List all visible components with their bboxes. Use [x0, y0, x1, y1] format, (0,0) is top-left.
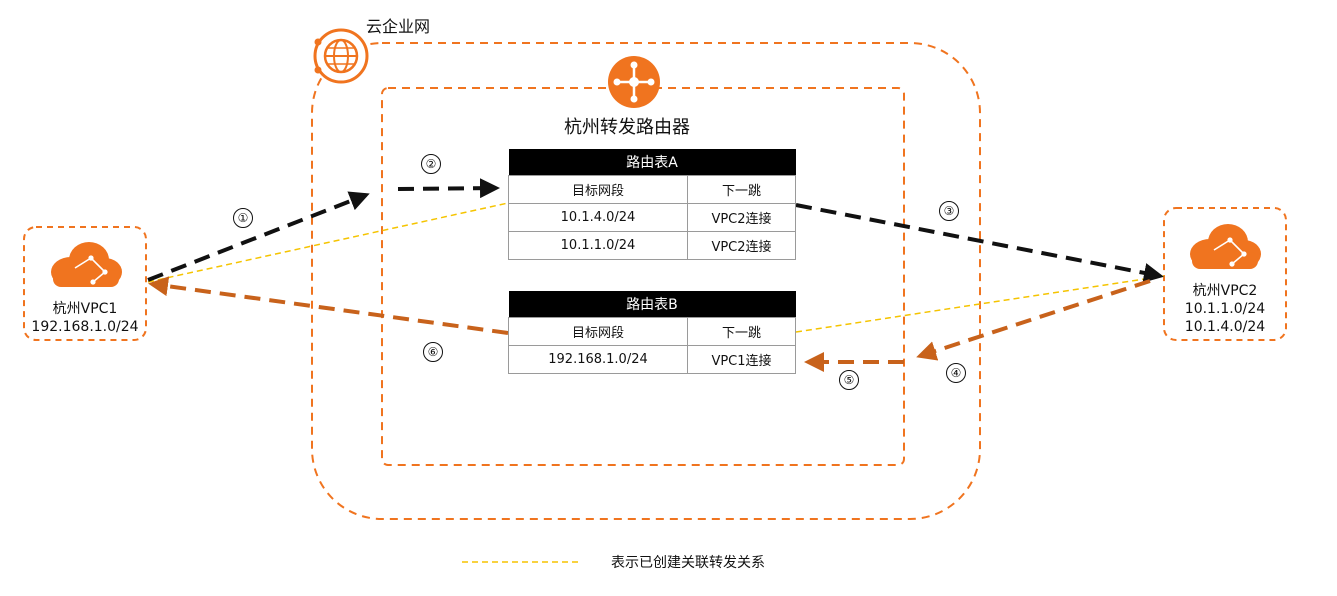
arrow-step-1 — [147, 191, 370, 282]
vpc2-cidr-1: 10.1.1.0/24 — [1184, 301, 1266, 317]
vpc2-cloud-icon — [1190, 224, 1261, 269]
step-marker-6: ⑥ — [423, 342, 443, 362]
route-table-b-next: VPC1连接 — [687, 345, 796, 374]
route-table-a: 路由表A 目标网段 下一跳 10.1.4.0/24 VPC2连接 10.1.1.… — [508, 149, 796, 260]
step-marker-4: ④ — [946, 363, 966, 383]
step-marker-1: ① — [233, 208, 253, 228]
cen-title: 云企业网 — [366, 17, 431, 36]
step-marker-3: ③ — [939, 201, 959, 221]
route-table-a-header-dest: 目标网段 — [508, 175, 688, 204]
route-table-a-dest: 10.1.4.0/24 — [508, 203, 688, 232]
route-table-a-header-next: 下一跳 — [687, 175, 796, 204]
route-table-a-next: VPC2连接 — [687, 203, 796, 232]
route-table-a-dest: 10.1.1.0/24 — [508, 231, 688, 260]
route-table-a-next: VPC2连接 — [687, 231, 796, 260]
globe-icon — [313, 28, 369, 84]
association-line-vpc2 — [795, 275, 1165, 333]
arrow-step-4 — [916, 279, 1151, 361]
vpc1-cidr: 192.168.1.0/24 — [31, 319, 139, 335]
table-row: 192.168.1.0/24 VPC1连接 — [508, 345, 796, 374]
vpc2-box — [1163, 207, 1287, 341]
table-row: 10.1.1.0/24 VPC2连接 — [508, 231, 796, 260]
step-marker-2: ② — [421, 154, 441, 174]
table-row: 10.1.4.0/24 VPC2连接 — [508, 203, 796, 232]
route-table-a-title: 路由表A — [508, 149, 796, 176]
vpc1-label: 杭州VPC1 192.168.1.0/24 — [26, 300, 144, 336]
vpc1-name: 杭州VPC1 — [52, 301, 118, 317]
route-table-b-title: 路由表B — [508, 291, 796, 318]
vpc2-name: 杭州VPC2 — [1192, 283, 1258, 299]
association-line-vpc1 — [147, 202, 509, 283]
route-table-b-header-next: 下一跳 — [687, 317, 796, 346]
cen-boundary — [311, 42, 981, 520]
vpc2-label: 杭州VPC2 10.1.1.0/24 10.1.4.0/24 — [1166, 282, 1284, 336]
vpc2-cidr-2: 10.1.4.0/24 — [1184, 319, 1266, 335]
router-title: 杭州转发路由器 — [564, 117, 690, 138]
router-boundary — [381, 87, 905, 466]
legend-text: 表示已创建关联转发关系 — [611, 555, 765, 571]
vpc1-box — [23, 226, 147, 341]
arrow-step-6 — [148, 276, 509, 335]
route-table-b-header-dest: 目标网段 — [508, 317, 688, 346]
router-icon — [608, 56, 660, 108]
step-marker-5: ⑤ — [839, 370, 859, 390]
route-table-b-dest: 192.168.1.0/24 — [508, 345, 688, 374]
arrow-step-3 — [795, 203, 1164, 283]
route-table-b: 路由表B 目标网段 下一跳 192.168.1.0/24 VPC1连接 — [508, 291, 796, 374]
vpc1-cloud-icon — [51, 242, 122, 287]
arrow-step-2 — [397, 178, 500, 199]
